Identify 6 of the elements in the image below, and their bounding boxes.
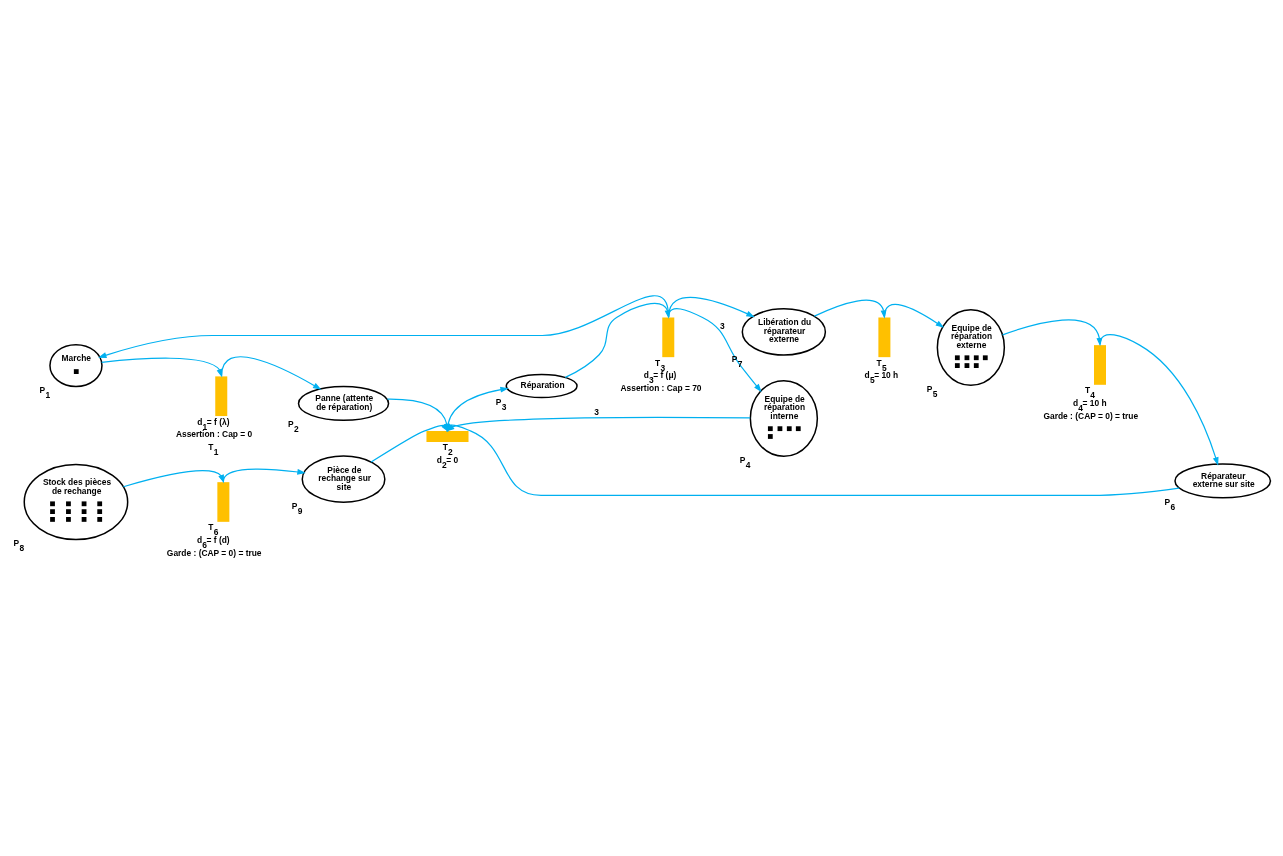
node-label: Garde : (CAP = 0) = true <box>1043 410 1139 421</box>
node-label: Assertion : Cap = 0 <box>175 429 253 440</box>
edge-label: 3 <box>719 321 725 332</box>
node-label: Garde : (CAP = 0) = true <box>166 547 262 558</box>
edge-label: 3 <box>594 406 600 417</box>
node-label: Assertion : Cap = 70 <box>620 382 702 393</box>
